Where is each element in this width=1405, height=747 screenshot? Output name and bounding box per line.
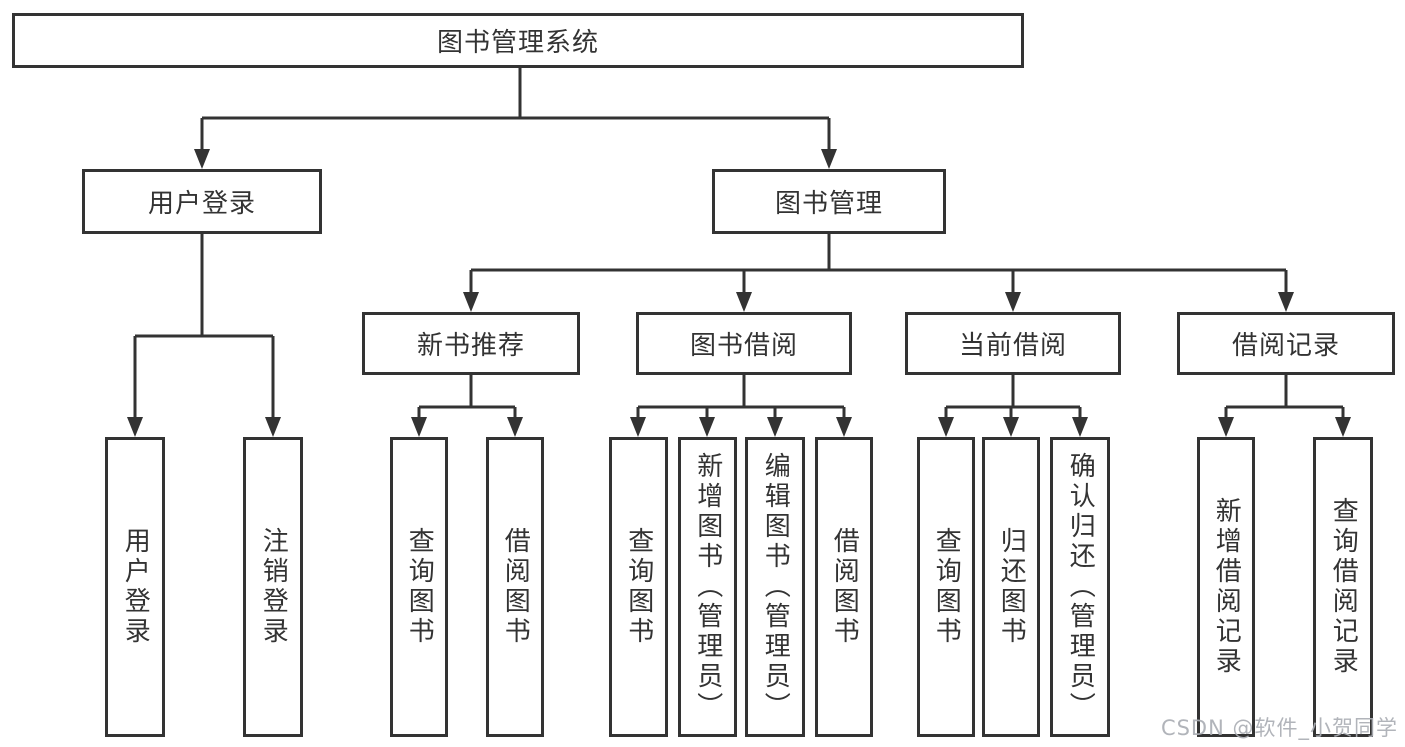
leaf-edit-book-admin-label: 编辑图书（管理员）: [760, 452, 791, 722]
leaf-current-query-book: 查询图书: [917, 437, 975, 737]
node-book-management-label: 图书管理: [774, 189, 883, 219]
node-book-management: 图书管理: [712, 169, 946, 234]
leaf-logout: 注销登录: [243, 437, 303, 737]
leaf-query-borrow-record-label: 查询借阅记录: [1328, 497, 1359, 677]
leaf-return-book: 归还图书: [982, 437, 1040, 737]
node-current-borrow-label: 当前借阅: [958, 331, 1067, 361]
node-user-login: 用户登录: [82, 169, 322, 234]
leaf-user-login: 用户登录: [105, 437, 165, 737]
leaf-recommend-borrow-book: 借阅图书: [486, 437, 544, 737]
csdn-watermark: CSDN @软件_小贺同学: [1160, 716, 1398, 740]
leaf-add-borrow-record-label: 新增借阅记录: [1211, 497, 1242, 677]
leaf-return-book-label: 归还图书: [996, 527, 1027, 647]
leaf-borrow-book: 借阅图书: [815, 437, 873, 737]
leaf-borrow-book-label: 借阅图书: [829, 527, 860, 647]
node-user-login-label: 用户登录: [147, 189, 256, 219]
leaf-add-borrow-record: 新增借阅记录: [1197, 437, 1255, 737]
leaf-user-login-label: 用户登录: [120, 527, 151, 647]
leaf-recommend-borrow-book-label: 借阅图书: [500, 527, 531, 647]
leaf-current-query-book-label: 查询图书: [931, 527, 962, 647]
leaf-confirm-return-admin-label: 确认归还（管理员）: [1065, 452, 1096, 722]
leaf-recommend-query-book: 查询图书: [390, 437, 448, 737]
node-book-borrow-label: 图书借阅: [689, 331, 798, 361]
node-root-system-label: 图书管理系统: [436, 28, 599, 58]
leaf-add-book-admin: 新增图书（管理员）: [678, 437, 737, 737]
leaf-confirm-return-admin: 确认归还（管理员）: [1050, 437, 1110, 737]
leaf-query-borrow-record: 查询借阅记录: [1313, 437, 1373, 737]
leaf-add-book-admin-label: 新增图书（管理员）: [692, 452, 723, 722]
node-current-borrow: 当前借阅: [905, 312, 1121, 375]
node-root-system: 图书管理系统: [12, 13, 1024, 68]
leaf-edit-book-admin: 编辑图书（管理员）: [745, 437, 805, 737]
node-borrow-record-label: 借阅记录: [1231, 331, 1340, 361]
leaf-borrow-query-book: 查询图书: [609, 437, 668, 737]
leaf-recommend-query-book-label: 查询图书: [404, 527, 435, 647]
leaf-borrow-query-book-label: 查询图书: [623, 527, 654, 647]
node-book-borrow: 图书借阅: [636, 312, 852, 375]
leaf-logout-label: 注销登录: [258, 527, 289, 647]
node-new-book-recommend: 新书推荐: [362, 312, 580, 375]
node-borrow-record: 借阅记录: [1177, 312, 1395, 375]
node-new-book-recommend-label: 新书推荐: [416, 331, 525, 361]
